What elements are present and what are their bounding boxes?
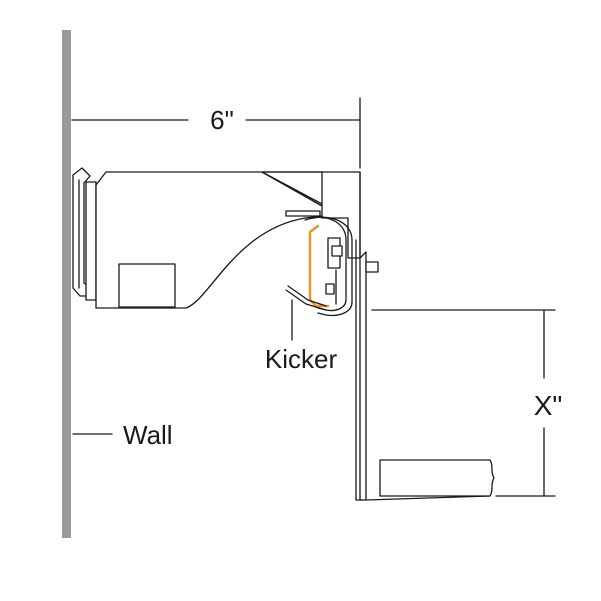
lamp-housing xyxy=(309,216,347,312)
height-dimension-label: X" xyxy=(534,390,563,421)
width-dimension-label: 6" xyxy=(210,105,234,135)
wall xyxy=(62,30,71,538)
height-dimension xyxy=(371,309,556,497)
bottom-shelf xyxy=(365,495,491,501)
kicker-label: Kicker xyxy=(265,344,338,374)
inner-block xyxy=(118,263,176,308)
fascia-plate xyxy=(359,171,367,501)
kicker-flap xyxy=(285,285,327,311)
wall-label: Wall xyxy=(123,420,173,450)
width-dimension xyxy=(71,97,361,169)
highlighted-lamp-holder xyxy=(308,224,330,308)
bolt xyxy=(365,261,379,273)
